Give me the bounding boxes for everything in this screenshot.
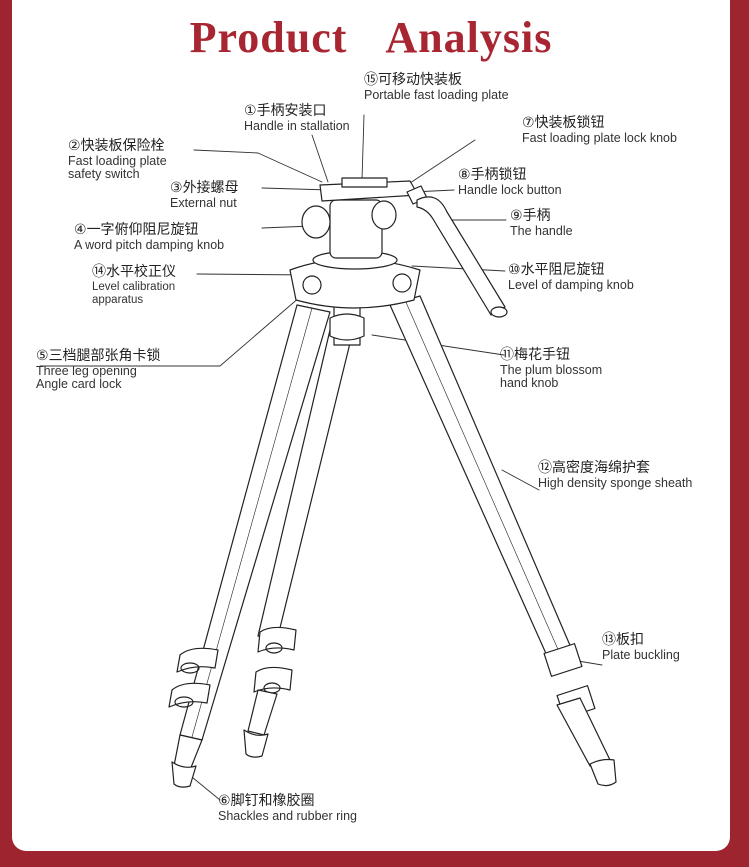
label-10: ⑩水平阻尼旋钮 Level of damping knob	[508, 262, 634, 292]
tripod-spider	[289, 250, 421, 309]
label-3: ③外接螺母 External nut	[170, 180, 239, 210]
label-9: ⑨手柄 The handle	[510, 208, 573, 238]
tripod-leg-right	[389, 295, 617, 787]
label-12: ⑫高密度海绵护套 High density sponge sheath	[538, 460, 693, 490]
label-5: ⑤三档腿部张角卡锁 Three leg opening Angle card l…	[36, 348, 161, 391]
tripod-leg-left	[168, 304, 331, 788]
label-4: ④一字俯仰阻尼旋钮 A word pitch damping knob	[74, 222, 225, 252]
label-7: ⑦快装板锁钮 Fast loading plate lock knob	[522, 115, 677, 145]
label-15: ⑮可移动快装板 Portable fast loading plate	[364, 72, 509, 102]
pan-handle	[416, 196, 508, 318]
label-14: ⑭水平校正仪 Level calibration apparatus	[92, 264, 176, 306]
label-11: ⑪梅花手钮 The plum blossom hand knob	[500, 347, 603, 390]
product-panel: Product Analysis	[12, 0, 730, 851]
tripod-illustration	[39, 114, 617, 801]
label-1: ①手柄安装口 Handle in stallation	[244, 103, 350, 133]
page-title: Product Analysis	[12, 12, 730, 63]
fluid-head	[301, 177, 428, 259]
label-8: ⑧手柄锁钮 Handle lock button	[458, 167, 562, 197]
tripod-leg-center	[243, 329, 353, 758]
label-6: ⑥脚钉和橡胶圈 Shackles and rubber ring	[218, 793, 357, 823]
title-word-product: Product	[189, 13, 348, 62]
title-word-analysis: Analysis	[385, 13, 553, 62]
label-2: ②快装板保险栓 Fast loading plate safety switch	[68, 138, 167, 181]
label-13: ⑬板扣 Plate buckling	[602, 632, 680, 662]
